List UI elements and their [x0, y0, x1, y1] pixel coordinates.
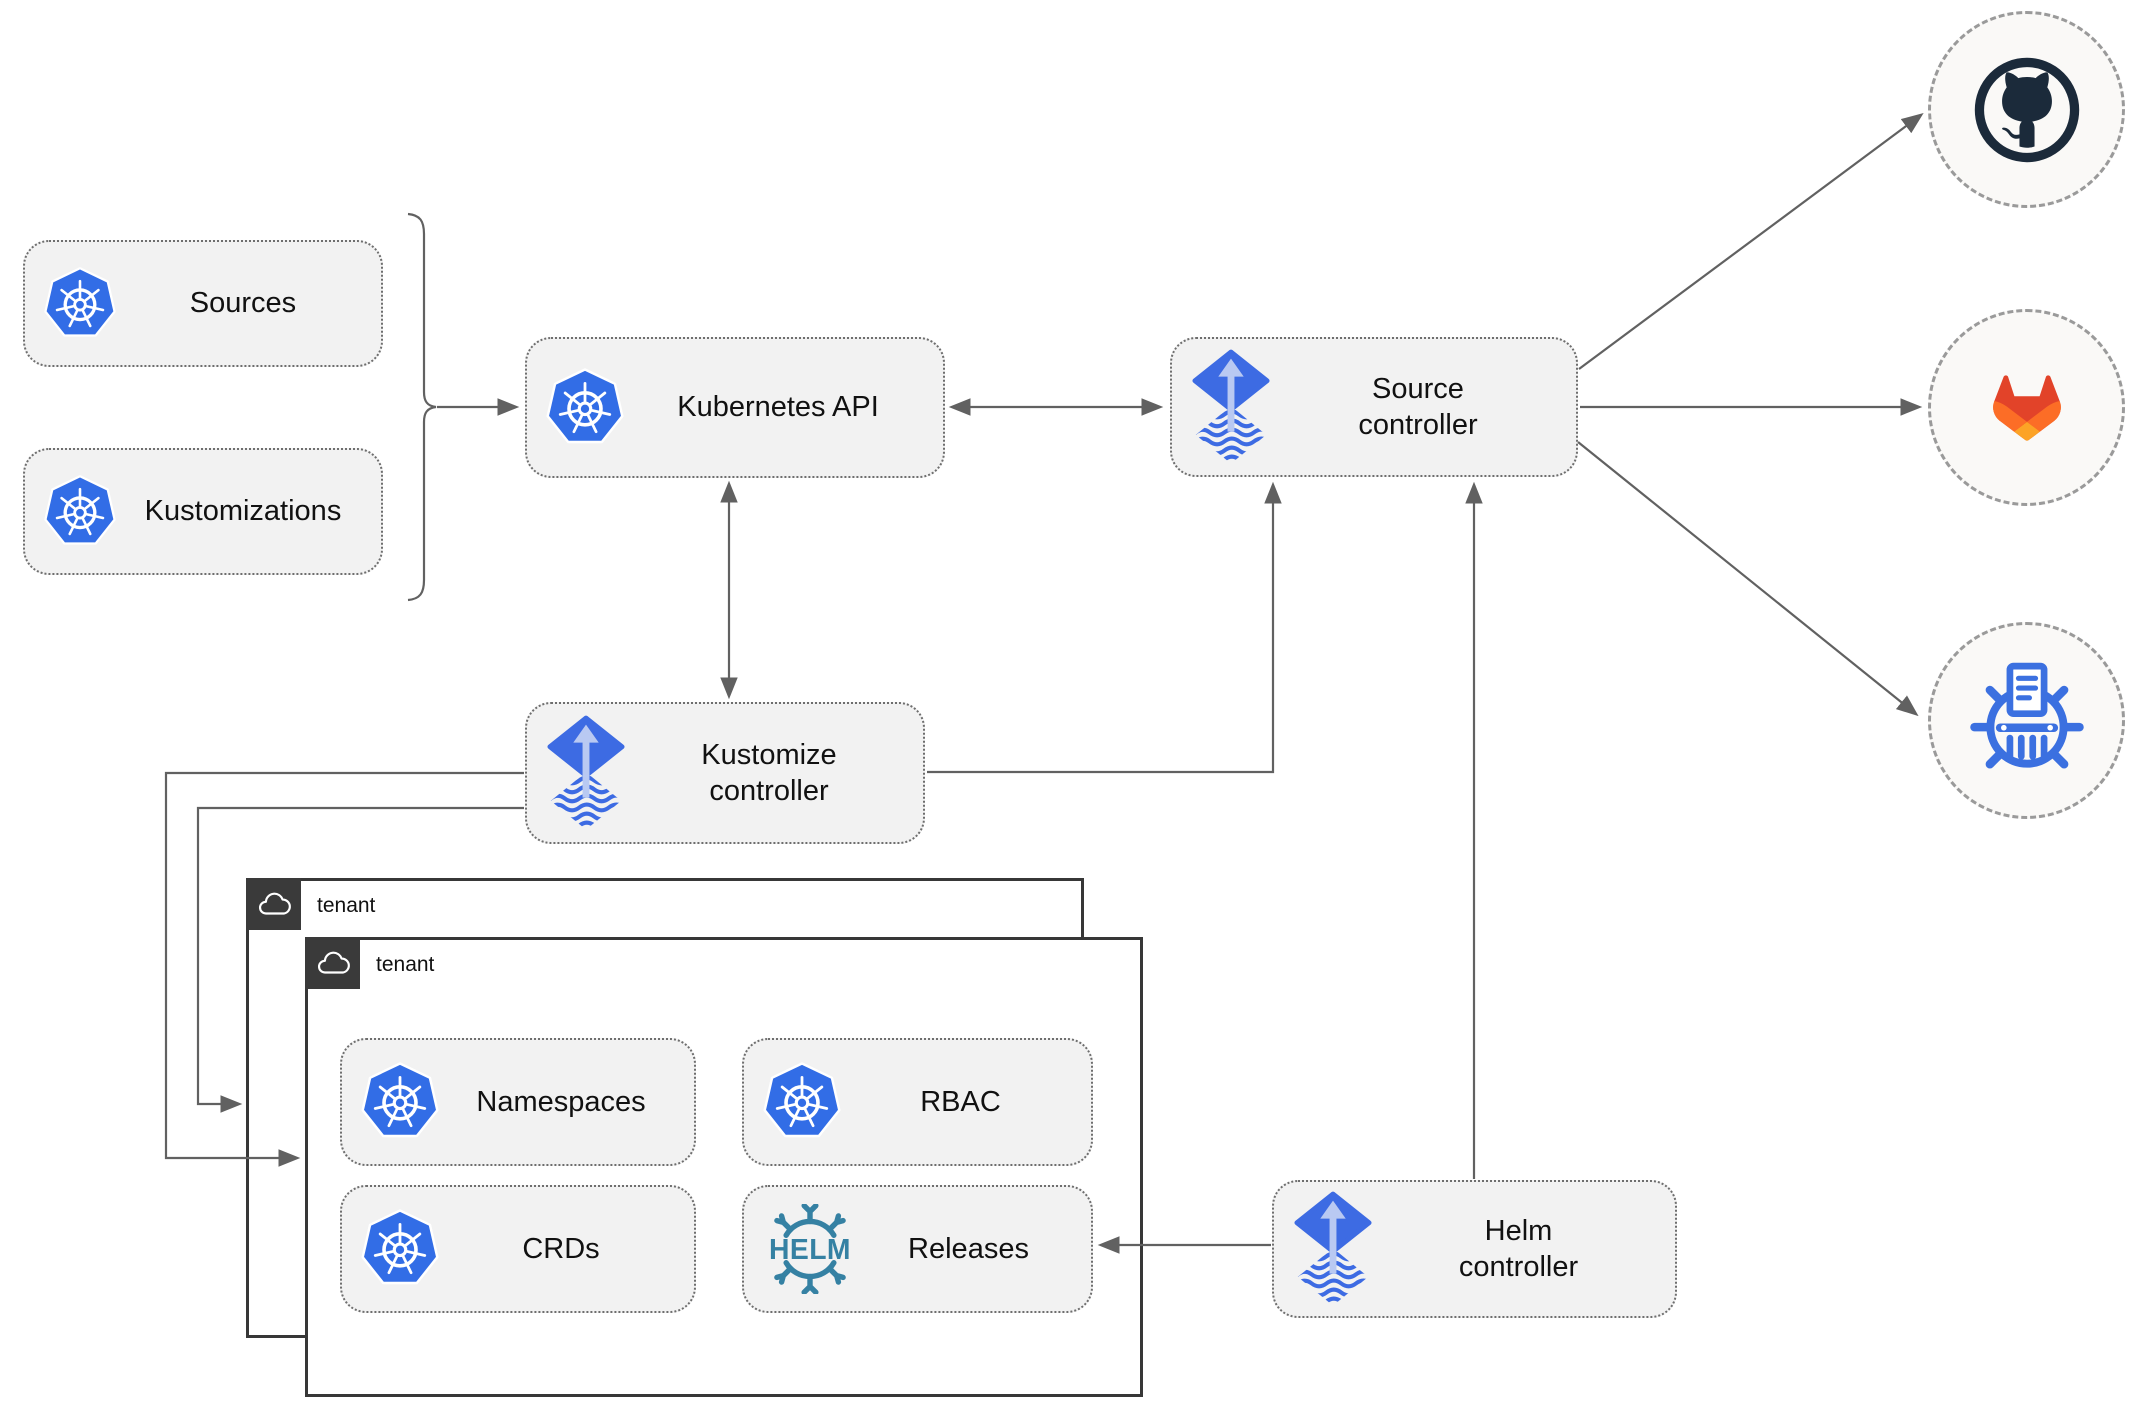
helm-controller-label: Helm controller [1458, 1214, 1579, 1283]
namespaces-node: Namespaces [340, 1038, 696, 1166]
tenant-label: tenant [317, 894, 376, 917]
flux-icon [1290, 1191, 1376, 1307]
cloud-icon [305, 937, 360, 989]
flux-icon [1188, 349, 1274, 465]
rbac-node: RBAC [742, 1038, 1093, 1166]
brace-sources-kustomizations [407, 212, 437, 602]
gitlab-fox-icon [1992, 374, 2061, 441]
sources-label: Sources [189, 287, 297, 320]
kubernetes-icon [41, 474, 119, 550]
tenant-frame-front: tenant [305, 937, 1143, 1397]
releases-node: HELM Releases [742, 1185, 1093, 1313]
kustomizations-node: Kustomizations [23, 448, 383, 575]
kubernetes-icon [358, 1208, 442, 1290]
crds-label: CRDs [522, 1232, 600, 1265]
helm-controller-node: Helm controller [1272, 1180, 1677, 1318]
namespaces-label: Namespaces [476, 1085, 646, 1118]
kustomize-controller-node: Kustomize controller [525, 702, 925, 844]
rbac-label: RBAC [920, 1085, 1001, 1118]
helm-wordmark: HELM [769, 1234, 851, 1266]
github-octocat-icon [1974, 57, 2079, 162]
gitlab-repository [1928, 309, 2125, 506]
kubernetes-api-label: Kubernetes API [677, 391, 879, 424]
github-repository [1928, 11, 2125, 208]
chartmuseum-wheel-icon [1969, 662, 2084, 768]
kubernetes-icon [358, 1061, 442, 1143]
edge-kustomize-controller-to-source-controller [927, 481, 1282, 774]
helm-icon: HELM [760, 1204, 860, 1294]
kustomizations-label: Kustomizations [144, 495, 342, 528]
flux-icon [543, 715, 629, 831]
cloud-icon [246, 878, 301, 930]
source-controller-label: Source controller [1358, 372, 1478, 441]
kubernetes-icon [543, 367, 627, 449]
kubernetes-api-node: Kubernetes API [525, 337, 945, 478]
helm-repository [1928, 622, 2125, 819]
kubernetes-icon [41, 266, 119, 342]
sources-node: Sources [23, 240, 383, 367]
kubernetes-icon [760, 1061, 844, 1143]
edge-source-controller-to-helm-repository [1577, 441, 1919, 717]
source-controller-node: Source controller [1170, 337, 1578, 477]
edge-source-controller-to-github [1578, 113, 1924, 370]
releases-label: Releases [908, 1232, 1029, 1265]
kustomize-controller-label: Kustomize controller [701, 738, 837, 807]
tenant-label: tenant [376, 953, 435, 976]
crds-node: CRDs [340, 1185, 696, 1313]
